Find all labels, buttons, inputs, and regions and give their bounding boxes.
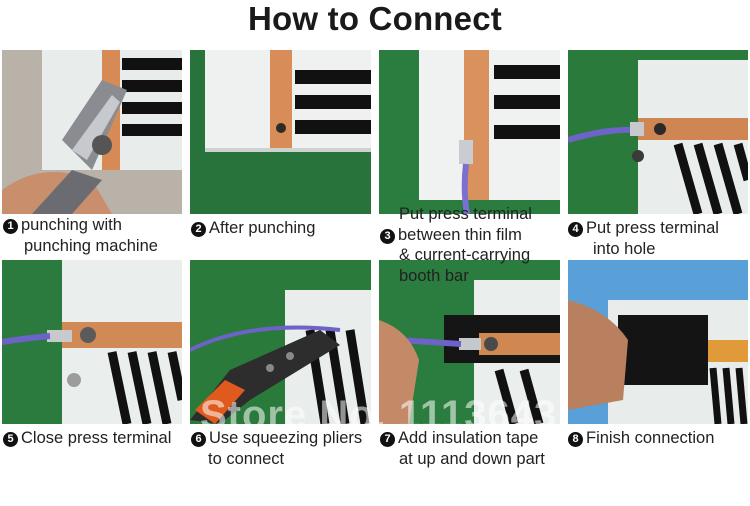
step-3-line-1: Put press terminal [399, 205, 532, 223]
step-4-line-2: into hole [593, 239, 656, 258]
step-6-photo [190, 260, 371, 424]
step-5-line-1: Close press terminal [21, 429, 172, 447]
step-6-line-1: Use squeezing pliers [209, 429, 363, 447]
step-1-photo [2, 50, 182, 214]
step-8-line-1: Finish connection [586, 429, 715, 447]
step-8-number: 8 [568, 432, 583, 447]
step-3-photo [379, 50, 560, 214]
step-5-photo [2, 260, 182, 424]
step-8-photo [568, 260, 748, 424]
step-1-line-1: punching with [21, 216, 122, 234]
step-7-number: 7 [380, 432, 395, 447]
step-3-line-3: & current-carrying [399, 246, 531, 264]
step-6-line-2: to connect [208, 449, 285, 468]
step-2-line-1: After punching [209, 219, 316, 237]
step-4-photo [568, 50, 748, 214]
step-3-number: 3 [380, 228, 395, 244]
store-watermark: Store No. 1113643 [200, 393, 558, 437]
step-6-number: 6 [191, 432, 206, 447]
step-3-line-4: booth bar [399, 266, 469, 285]
step-7-line-1: Add insulation tape [398, 429, 539, 447]
step-2-photo [190, 50, 371, 214]
step-4-number: 4 [568, 222, 583, 237]
step-4-line-1: Put press terminal [586, 219, 719, 237]
step-7-photo [379, 260, 560, 424]
step-2-number: 2 [191, 222, 206, 237]
step-5-number: 5 [3, 432, 18, 447]
step-1-line-2: punching machine [24, 236, 158, 255]
step-7-line-2: at up and down part [399, 449, 545, 468]
page-title: How to Connect [248, 0, 502, 37]
step-3-line-2: between thin film [398, 225, 522, 244]
step-1-number: 1 [3, 219, 18, 234]
